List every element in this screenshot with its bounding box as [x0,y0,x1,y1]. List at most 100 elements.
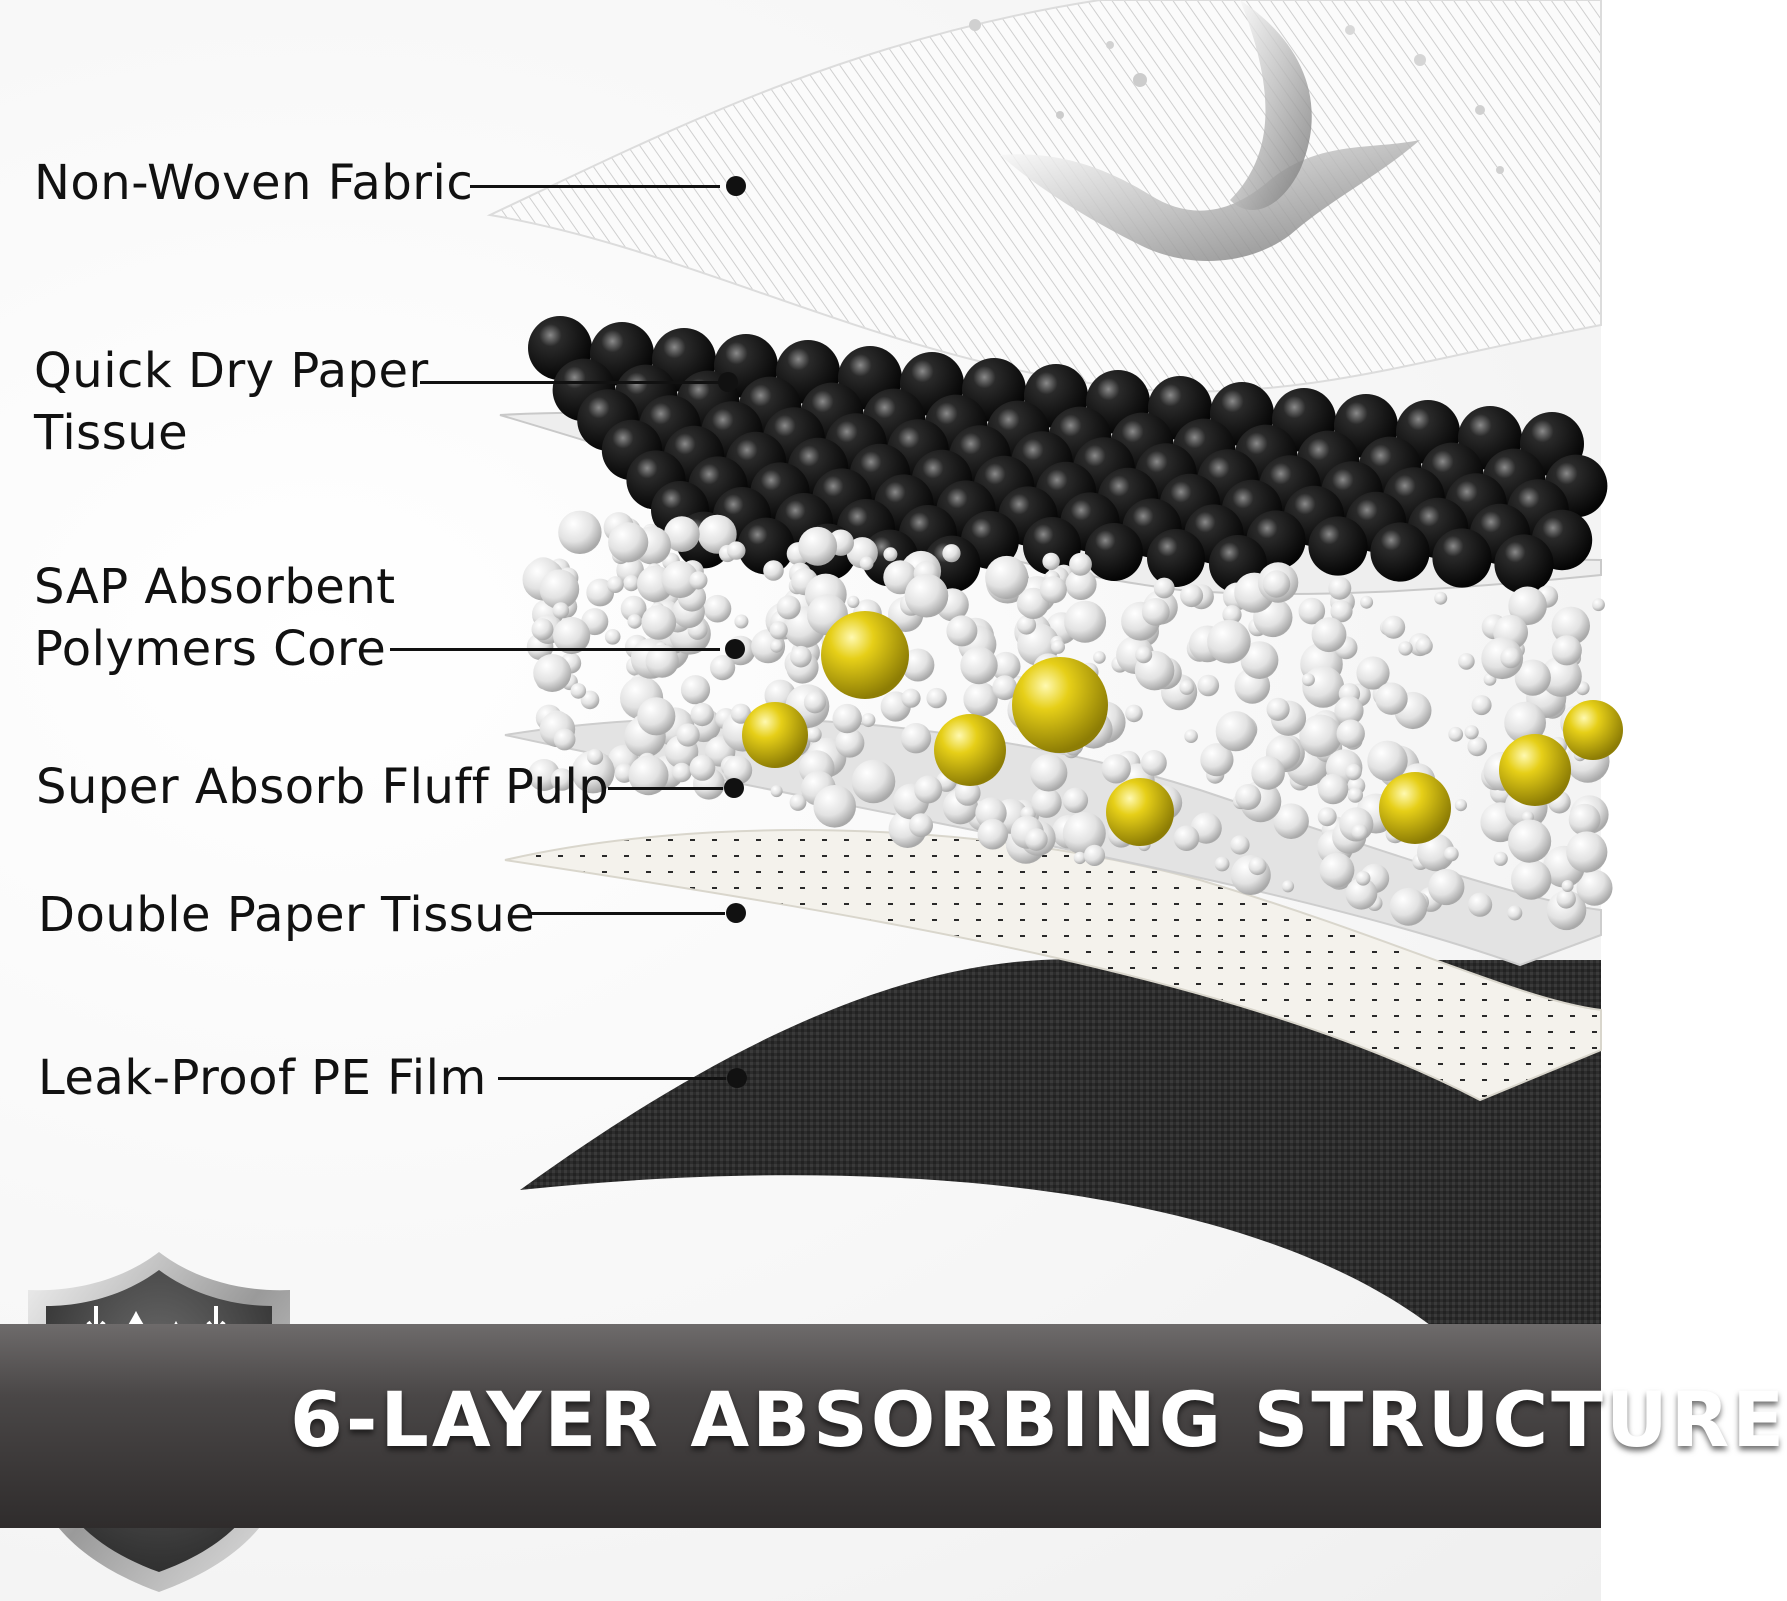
leader-line-quick-dry [420,381,720,384]
sap-white-bead [1415,637,1433,655]
sap-white-bead [1566,831,1608,873]
sap-white-bead [946,615,978,647]
sap-white-bead [1141,750,1167,776]
sap-white-bead [1093,651,1106,664]
sap-white-bead [789,794,807,811]
sap-white-bead [1540,655,1582,697]
sap-white-bead [1468,892,1493,917]
sap-white-bead [901,648,935,682]
label-double-paper-tissue: Double Paper Tissue [38,887,536,943]
sap-white-bead [607,576,624,593]
sap-white-bead [904,573,949,618]
sap-white-bead [1330,600,1353,623]
sap-white-bead [1389,887,1428,926]
sap-white-bead [1367,740,1408,781]
sap-white-bead [955,780,981,806]
sap-white-bead [1345,763,1362,781]
black-bead [737,517,795,575]
sap-white-bead [1016,615,1037,635]
sap-white-bead [723,755,753,785]
leader-dot-non-woven [726,176,746,196]
sap-white-bead [1345,877,1378,910]
sap-white-bead [1336,719,1365,748]
leader-line-sap [390,648,720,651]
sap-yellow-bead [1499,734,1571,806]
sap-white-bead [1273,803,1309,839]
sap-white-bead [730,703,752,724]
non-woven-layer [486,0,1602,393]
sap-white-bead [1464,725,1479,740]
sap-white-bead [991,651,1021,682]
sap-white-bead [1500,647,1522,669]
sap-white-bead [992,675,1018,701]
sap-white-bead [1184,729,1198,743]
sap-white-bead [531,618,554,641]
sap-white-bead [620,595,647,622]
sap-white-bead [1319,852,1355,888]
sap-white-bead [1298,597,1326,625]
black-bead [1085,523,1143,581]
layers-illustration [28,0,1623,1592]
sap-white-bead [790,645,812,668]
sap-white-bead [571,750,615,794]
leader-dot-quick-dry [718,372,738,392]
sap-white-bead [689,571,708,590]
sap-white-bead [1375,682,1408,715]
sap-white-bead [1434,591,1448,605]
sap-white-bead [770,785,783,798]
sap-yellow-bead [1106,778,1174,846]
sap-white-bead [627,614,642,629]
sap-white-bead [1556,889,1576,909]
pe-film-layer [520,959,1601,1325]
sap-yellow-bead [934,714,1006,786]
sap-white-bead [570,683,587,699]
sap-white-bead [1360,595,1374,609]
sap-white-bead [859,556,874,571]
sap-white-bead [1083,844,1106,867]
sap-white-bead [645,644,679,678]
sap-yellow-bead [821,611,909,699]
sap-white-bead [1592,598,1605,612]
sap-white-bead [1200,743,1234,777]
sap-white-bead [1334,696,1364,726]
sap-white-bead [1064,600,1107,643]
sap-white-bead [703,594,732,623]
sap-white-bead [623,575,640,592]
sap-white-bead [1356,656,1390,690]
sap-white-bead [1179,680,1195,695]
sap-white-bead [1251,756,1285,790]
sap-white-bead [776,595,801,620]
sap-white-bead [553,728,576,751]
sap-white-bead [1248,857,1267,876]
sap-white-bead [1493,851,1508,866]
sap-white-bead [1062,812,1106,855]
sap-core-beads [522,510,1623,931]
sap-white-bead [1065,568,1097,601]
sap-white-bead [580,690,600,710]
sap-white-bead [710,655,736,681]
quick-dry-beads [528,316,1608,594]
sap-white-bead [1561,880,1574,892]
sap-white-bead [1576,869,1613,906]
sap-white-bead [1508,586,1547,626]
leader-line-pe-film [498,1077,726,1080]
sap-white-bead [835,728,865,758]
sap-white-bead [883,547,898,562]
sap-white-bead [1030,754,1068,792]
sap-white-bead [1355,871,1371,886]
sap-white-bead [1471,695,1492,716]
sap-white-bead [671,762,692,783]
sap-white-bead [1073,851,1087,865]
sap-white-bead [637,697,676,736]
sap-white-bead [1428,868,1465,906]
sap-white-bead [1507,905,1523,921]
sap-white-bead [1417,833,1455,872]
sap-white-bead [1235,784,1262,810]
sap-white-bead [1546,890,1587,931]
sap-white-bead [1351,823,1368,841]
sap-white-bead [1222,605,1242,625]
sap-white-bead [697,514,737,554]
sap-white-bead [690,702,714,727]
sap-white-bead [901,688,921,708]
